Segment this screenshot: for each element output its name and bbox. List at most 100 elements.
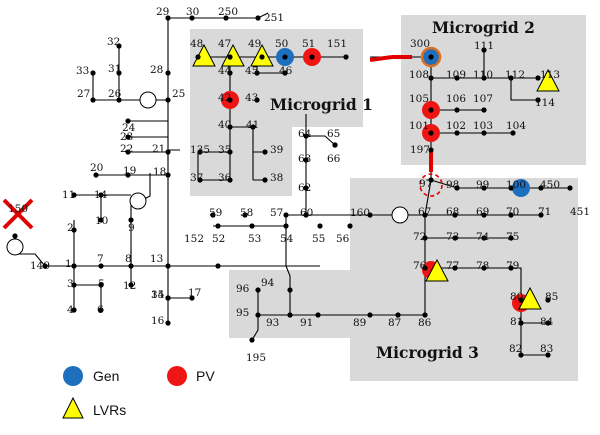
open-switch-marker — [419, 173, 443, 197]
node-9-label: 9 — [128, 222, 135, 234]
node-15-label: 15 — [151, 289, 164, 301]
node-11-dot — [71, 192, 77, 198]
node-37-dot — [197, 177, 203, 183]
node-6-dot — [98, 307, 104, 313]
node-dots — [12, 15, 573, 358]
node-19-dot — [125, 172, 131, 178]
node-37-label: 37 — [190, 172, 203, 184]
node-152-label: 152 — [184, 233, 204, 245]
node-94-label: 94 — [261, 277, 275, 289]
node-111-label: 111 — [474, 40, 494, 52]
node-76-dot — [422, 265, 428, 271]
node-24-dot — [125, 118, 131, 124]
node-27-dot — [90, 97, 96, 103]
node-113-label: 113 — [540, 69, 560, 81]
node-67-dot — [422, 212, 428, 218]
node-62-dot — [303, 185, 309, 191]
lvr-symbol — [221, 43, 245, 67]
node-71-label: 71 — [538, 206, 551, 218]
node-31-dot — [116, 70, 122, 76]
node-110-dot — [481, 75, 487, 81]
node-151-dot — [343, 54, 349, 60]
node-91-label: 91 — [300, 317, 313, 329]
node-93-label: 93 — [266, 317, 279, 329]
node-25-label: 25 — [172, 88, 185, 100]
legend-lvr-label: LVRs — [93, 402, 126, 418]
node-75-dot — [508, 235, 514, 241]
node-102-dot — [454, 130, 460, 136]
node-44-dot — [227, 70, 233, 76]
node-44-label: 44 — [218, 65, 232, 77]
regulator-icon — [139, 91, 157, 109]
node-52-label: 52 — [212, 233, 225, 245]
node-50-dot — [282, 54, 288, 60]
node-70-dot — [508, 212, 514, 218]
node-65-label: 65 — [327, 128, 340, 140]
node-21-dot — [165, 149, 171, 155]
node-79-dot — [508, 265, 514, 271]
node-29-label: 29 — [156, 6, 169, 18]
node-251-dot — [255, 15, 261, 21]
microgrid-3-title: Microgrid 3 — [376, 343, 479, 362]
node-41-dot — [250, 124, 256, 130]
node-8-label: 8 — [125, 253, 132, 265]
node-10-label: 10 — [95, 215, 108, 227]
node-29-dot — [165, 15, 171, 21]
node-40-label: 40 — [218, 119, 231, 131]
node-83-label: 83 — [540, 343, 553, 355]
node-49-label: 49 — [248, 38, 261, 50]
node-109-label: 109 — [446, 69, 466, 81]
microgrid-2-title: Microgrid 2 — [432, 18, 535, 37]
node-48-label: 48 — [190, 38, 203, 50]
legend-gen-symbol — [63, 366, 83, 386]
node-17-label: 17 — [188, 287, 201, 299]
node-36-label: 36 — [218, 172, 232, 184]
node-450-label: 450 — [540, 179, 560, 191]
node-13-dot — [165, 263, 171, 269]
node-63-dot — [303, 157, 309, 163]
node-85-dot — [545, 297, 551, 303]
node-86-label: 86 — [418, 317, 432, 329]
node-451-label: 451 — [570, 206, 590, 218]
node-60-label: 60 — [300, 207, 313, 219]
node-68-dot — [452, 212, 458, 218]
node-33-label: 33 — [76, 65, 89, 77]
regulator-icon — [391, 206, 409, 224]
node-95-dot — [255, 312, 261, 318]
node-114-label: 114 — [535, 97, 555, 109]
node-160-label: 160 — [350, 207, 370, 219]
node-15-dot — [165, 295, 171, 301]
node-109-dot — [454, 75, 460, 81]
node-55-dot — [317, 223, 323, 229]
node-195-dot — [249, 337, 255, 343]
node-197-label: 197 — [410, 144, 430, 156]
node-84-label: 84 — [540, 316, 554, 328]
node-28-label: 28 — [150, 64, 163, 76]
node-58-dot — [242, 212, 248, 218]
node-103-dot — [481, 130, 487, 136]
node-22-label: 22 — [120, 143, 133, 155]
node-40-dot — [227, 124, 233, 130]
node-112-dot — [508, 75, 514, 81]
node-26-dot — [116, 97, 122, 103]
node-45-dot — [254, 70, 260, 76]
node-114-dot — [535, 97, 541, 103]
node-89-dot — [367, 312, 373, 318]
node-98-label: 98 — [446, 179, 459, 191]
node-11-label: 11 — [62, 189, 75, 201]
node-57-dot — [283, 212, 289, 218]
node-47-dot — [227, 54, 233, 60]
node-72-label: 72 — [413, 231, 426, 243]
lvr-symbol — [536, 68, 560, 92]
node-19-label: 19 — [123, 165, 136, 177]
node-52-dot — [215, 223, 221, 229]
node-98-dot — [454, 185, 460, 191]
node-80-dot — [518, 297, 524, 303]
node-57-label: 57 — [270, 207, 283, 219]
node-7-dot — [98, 263, 104, 269]
node-106-dot — [454, 107, 460, 113]
node-58-label: 58 — [240, 207, 253, 219]
node-76-label: 76 — [413, 260, 427, 272]
node-300-label: 300 — [410, 38, 430, 50]
node-64-dot — [303, 133, 309, 139]
